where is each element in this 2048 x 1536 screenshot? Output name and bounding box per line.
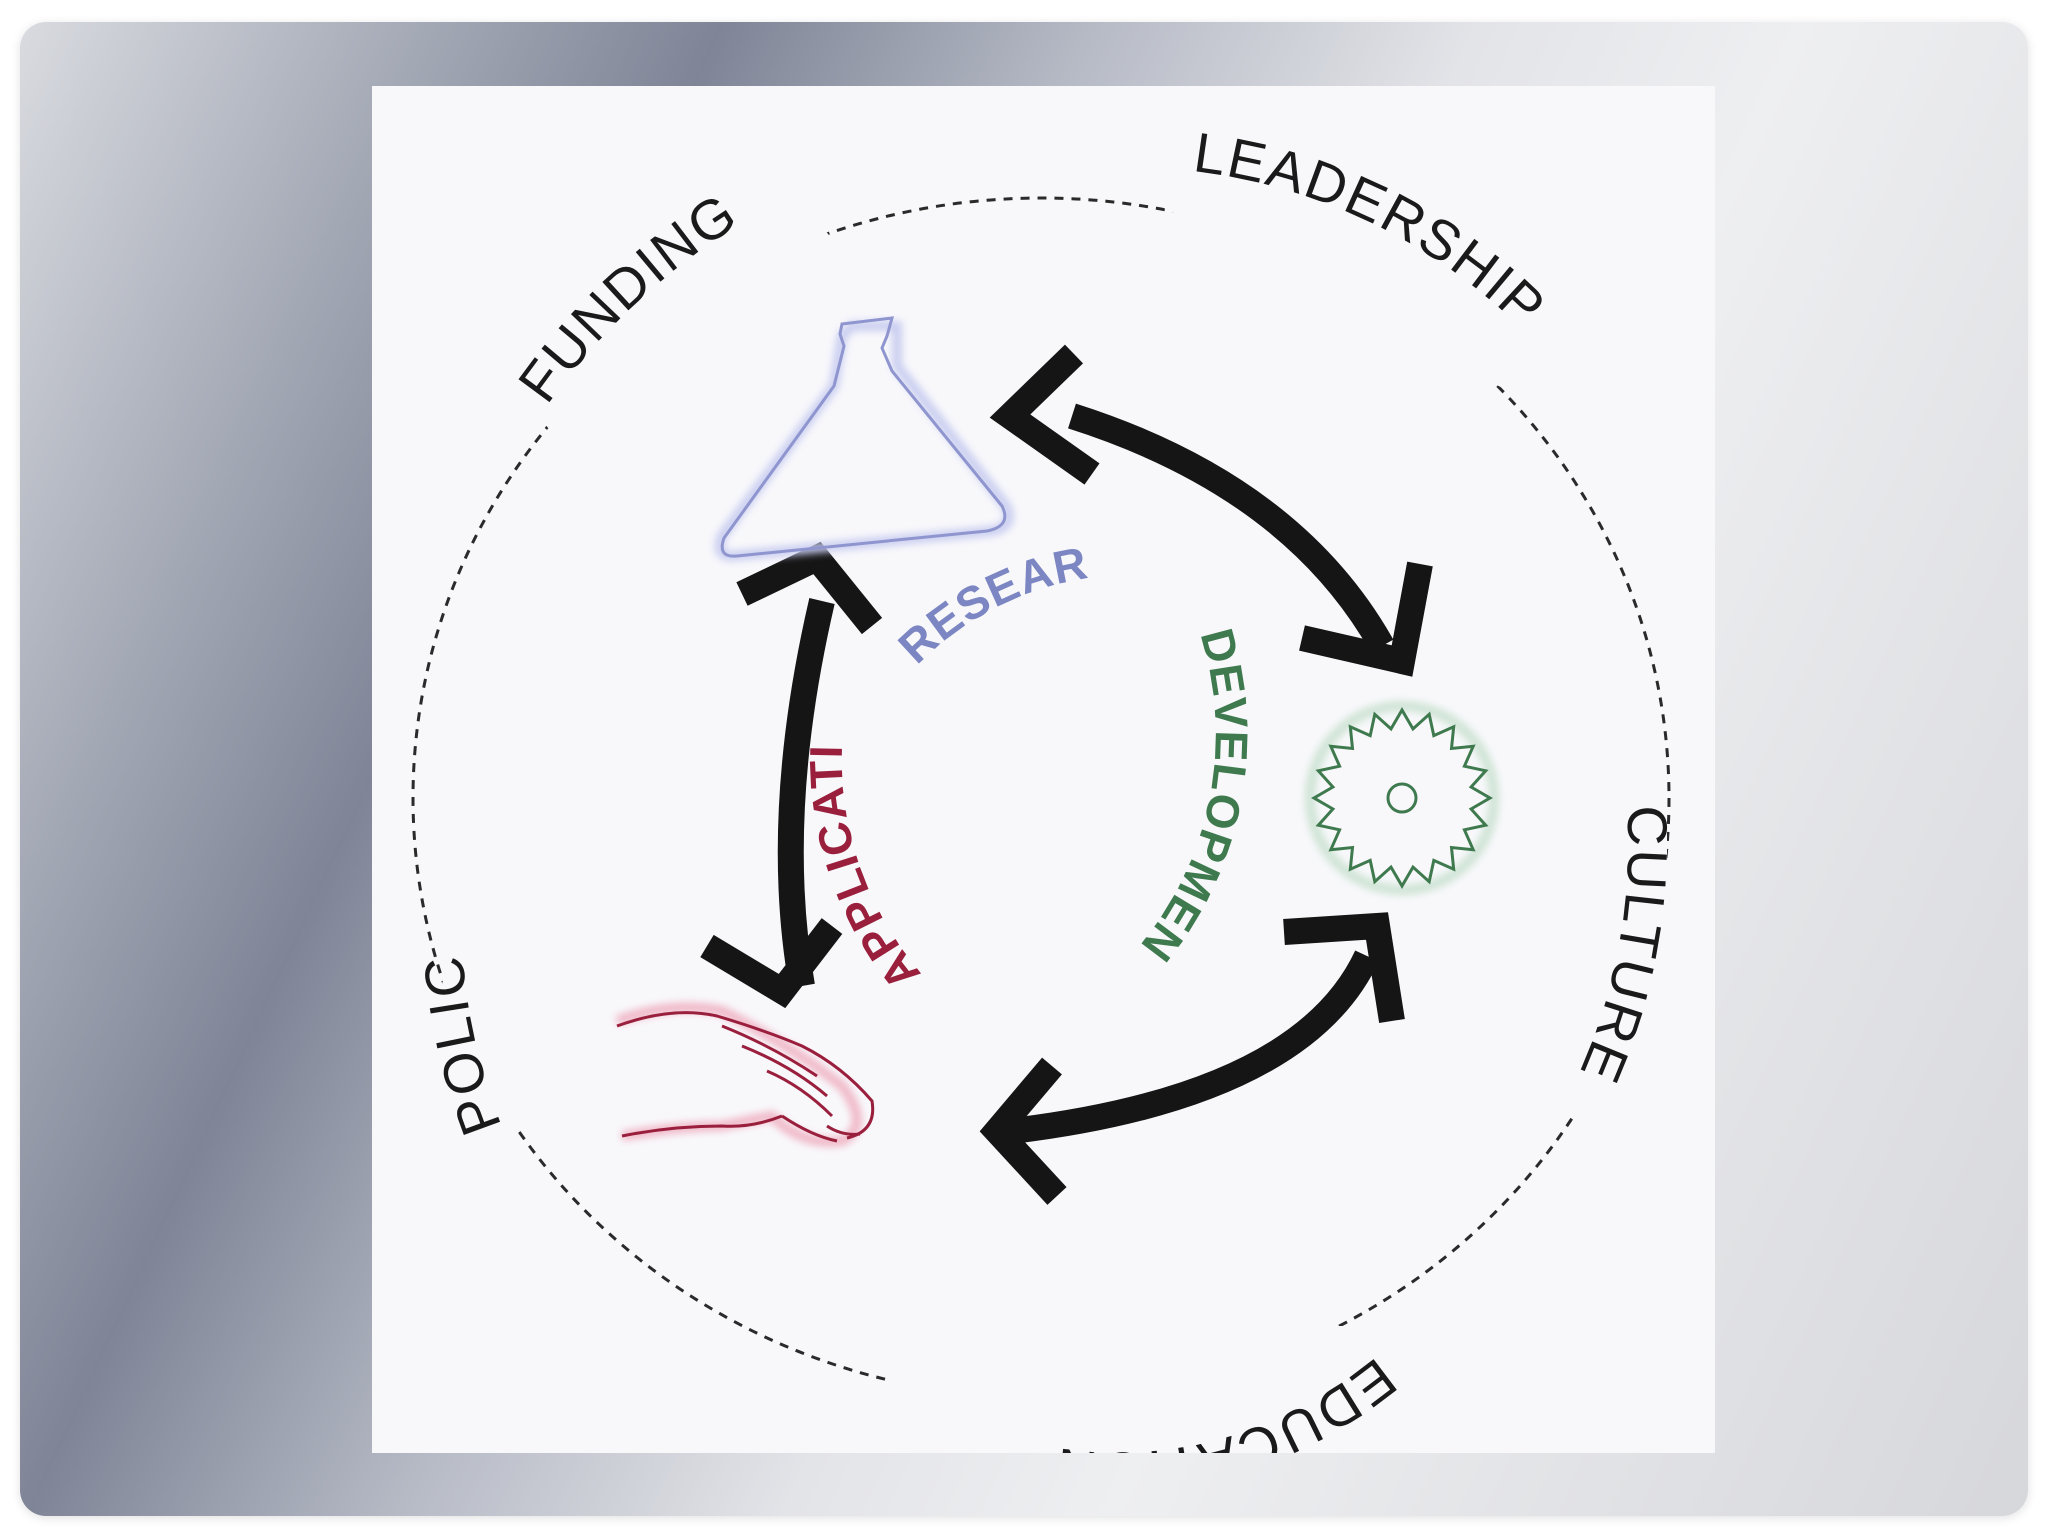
arrow-research-development xyxy=(989,344,1433,677)
cycle-arrows xyxy=(700,344,1433,1205)
cycle-diagram: FUNDING LEADERSHIP CULTURE EDUCATION POL… xyxy=(372,86,1678,1453)
hand-icon xyxy=(615,1002,875,1147)
diagram-card: FUNDING LEADERSHIP CULTURE EDUCATION POL… xyxy=(372,86,1715,1453)
gear-icon xyxy=(1305,701,1499,895)
flask-icon xyxy=(714,316,1014,562)
arrow-application-research xyxy=(700,541,883,1009)
label-gaps xyxy=(403,86,1667,1436)
outer-dashed-ring xyxy=(411,196,1671,1400)
arrow-development-application xyxy=(979,912,1405,1205)
gear-teeth-outline xyxy=(1311,707,1493,889)
screenshot-frame: FUNDING LEADERSHIP CULTURE EDUCATION POL… xyxy=(20,22,2028,1516)
